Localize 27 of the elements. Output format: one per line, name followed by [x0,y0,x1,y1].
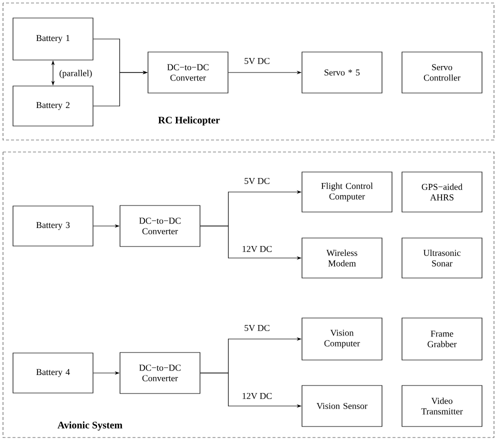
block-box: DC−to−DC Converter [120,352,200,394]
block-box: Flight Control Computer [302,172,392,212]
block-box: Battery 1 [12,18,94,60]
block-box: Vision Sensor [302,385,382,427]
edge-label: 12V DC [240,244,274,254]
block-box: Ultrasonic Sonar [402,238,482,278]
block-box: GPS−aided AHRS [402,172,482,212]
group-heading: RC Helicopter [158,116,220,126]
block-box: Vision Computer [302,318,382,360]
block-box: Servo Controller [402,52,482,94]
block-box: Frame Grabber [402,318,482,360]
block-box: Wireless Modem [302,238,382,278]
group-heading: Avionic System [58,421,122,431]
block-box: Battery 2 [12,86,94,126]
block-box: DC−to−DC Converter [148,52,228,94]
group-frame [2,2,494,140]
block-box: Battery 3 [12,206,94,246]
group-frame [2,152,494,438]
block-box: Battery 4 [12,352,94,394]
block-box: Video Transmitter [402,385,482,427]
edge-label: (parallel) [58,68,94,80]
edge-label: 5V DC [243,324,271,332]
edge-label: 5V DC [243,56,271,66]
edge-label: 12V DC [240,392,274,400]
edge-label: 5V DC [243,176,271,186]
block-box: Servo * 5 [302,52,382,94]
block-box: DC−to−DC Converter [120,205,200,247]
